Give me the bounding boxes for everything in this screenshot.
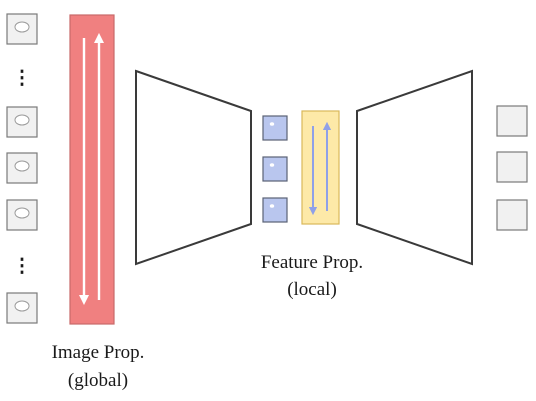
feature-prop-sublabel: (local): [287, 279, 337, 300]
input-image-cell: [6, 152, 38, 184]
input-image-cell: [6, 292, 38, 324]
feature-prop-label: Feature Prop.: [261, 252, 363, 273]
input-ellipsis-bottom: ⋮: [13, 256, 32, 277]
feature-cell: [262, 156, 288, 182]
output-cell: [496, 105, 528, 137]
output-cell: [496, 151, 528, 183]
output-cell-stack: [496, 105, 528, 231]
feature-cell: [262, 115, 288, 141]
input-ellipsis-top: ⋮: [13, 68, 32, 89]
output-cell: [496, 199, 528, 231]
image-prop-sublabel: (global): [68, 370, 128, 391]
input-image-cell: [6, 106, 38, 138]
input-image-cell: [6, 199, 38, 231]
image-prop-label: Image Prop.: [52, 342, 145, 363]
image-prop-bar: [69, 14, 115, 325]
feature-cell-stack: [262, 115, 288, 223]
feature-cell: [262, 197, 288, 223]
input-image-cell: [6, 13, 38, 45]
feature-prop-bar: [301, 110, 340, 225]
input-image-stack: ⋮ ⋮: [6, 13, 38, 324]
encoder-trapezoid: [135, 69, 252, 266]
decoder-trapezoid: [356, 69, 473, 266]
